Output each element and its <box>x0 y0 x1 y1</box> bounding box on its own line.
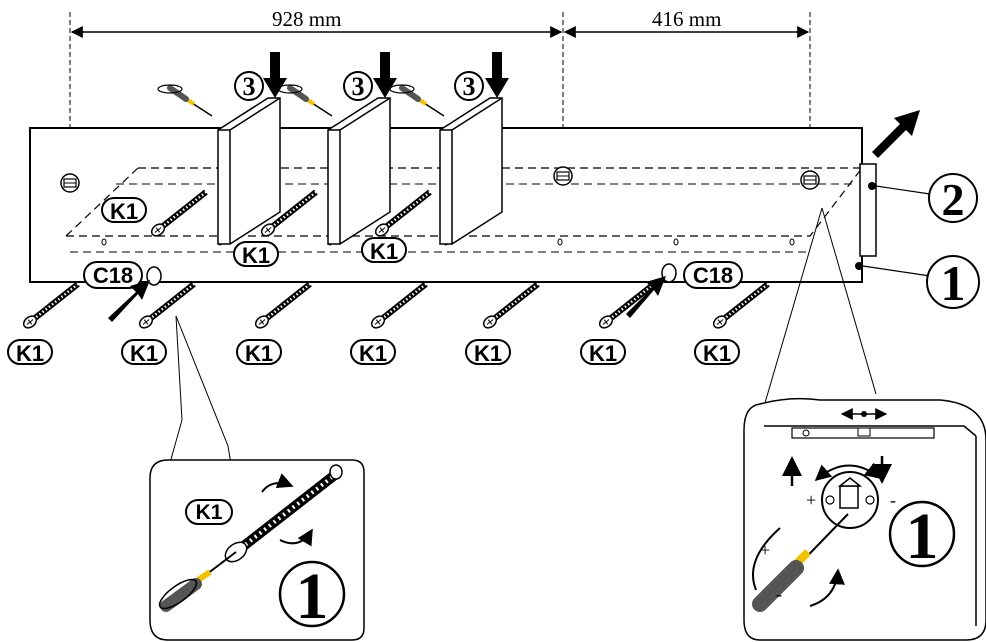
screw-label: K1 <box>242 243 270 268</box>
screwdriver-icon <box>158 85 212 116</box>
screw-label: K1 <box>359 341 387 366</box>
screwdriver-icon <box>278 85 332 116</box>
screw-label: K1 <box>130 341 158 366</box>
panel-number: 1 <box>941 255 966 311</box>
cap-label: C18 <box>93 263 133 288</box>
screw-label: K1 <box>110 199 138 224</box>
step-label: 3 <box>352 72 365 101</box>
dimension-label-left: 928 mm <box>272 7 341 31</box>
screw-label: K1 <box>703 341 731 366</box>
screw-label: K1 <box>245 341 273 366</box>
cap-labels: C18 C18 <box>83 261 743 322</box>
dimension-label-right: 416 mm <box>652 7 721 31</box>
step-label: 3 <box>463 72 476 101</box>
lower-screw-labels: K1 K1 K1 K1 K1 K1 K1 <box>7 339 740 366</box>
vertical-dividers <box>217 97 503 245</box>
detail-bubble-right: + - + - 1 <box>743 397 986 641</box>
screw-label: K1 <box>589 341 617 366</box>
step-label: 3 <box>243 72 256 101</box>
minus-sign: - <box>776 584 782 604</box>
screw-label: K1 <box>474 341 502 366</box>
screwdriver-icon-group <box>158 85 444 116</box>
plus-sign: + <box>760 540 770 560</box>
detail-panel-number: 1 <box>296 560 329 633</box>
detail-screw-label: K1 <box>196 501 223 524</box>
panel-screw-labels: K1 K1 K1 <box>101 197 407 268</box>
rail-and-panel-markers: 2 1 <box>855 110 980 311</box>
screw-label: K1 <box>370 239 398 264</box>
cap-label: C18 <box>693 263 733 288</box>
step-markers: 3 3 3 <box>234 71 484 101</box>
detail-panel-number: 1 <box>906 500 939 573</box>
screw-label: K1 <box>16 341 44 366</box>
detail-bubble-left: K1 1 <box>149 459 365 641</box>
screwdriver-icon <box>390 85 444 116</box>
dimension-lines: 928 mm 416 mm <box>69 7 811 170</box>
minus-sign: - <box>890 490 896 510</box>
plus-sign: + <box>806 490 816 510</box>
rail-number: 2 <box>942 174 965 225</box>
